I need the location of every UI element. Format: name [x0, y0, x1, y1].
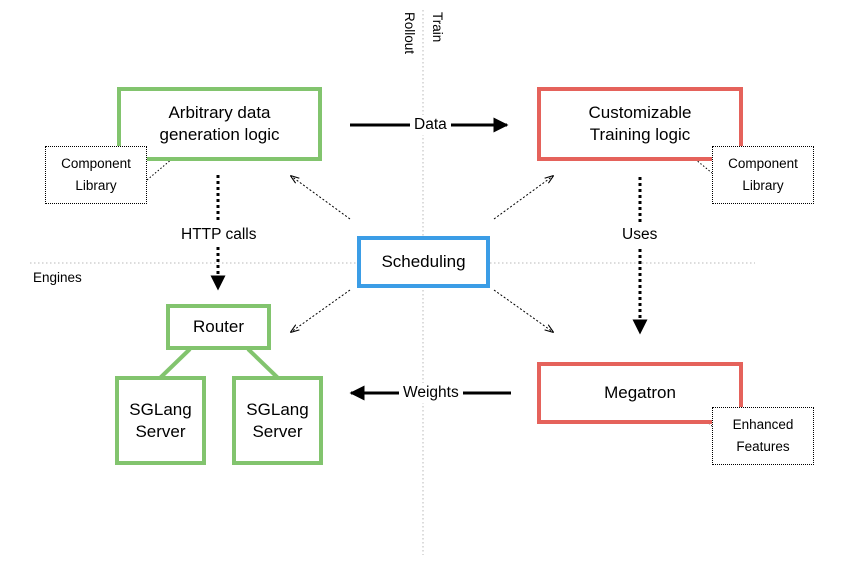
router-sglang-1-link: [158, 347, 192, 380]
training-logic-box: Customizable Training logic: [537, 87, 743, 161]
sglang-server-1-label: SGLang Server: [129, 399, 192, 441]
megatron-box: Megatron: [537, 362, 743, 424]
scheduling-to-data-gen-arrow: [291, 176, 351, 220]
training-logic-label: Customizable Training logic: [588, 103, 692, 144]
data-generation-label: Arbitrary data generation logic: [159, 103, 280, 144]
component-library-left-label: Component Library: [61, 156, 131, 193]
zone-label-engines: Engines: [33, 270, 82, 285]
scheduling-to-megatron-arrow: [493, 289, 553, 332]
scheduling-box: Scheduling: [357, 236, 490, 288]
router-box: Router: [166, 304, 271, 350]
scheduling-to-training-arrow: [493, 176, 553, 220]
zone-label-rollout: Rollout: [402, 12, 417, 55]
router-label: Router: [192, 317, 245, 336]
component-library-right-label: Component Library: [728, 156, 798, 193]
scheduling-to-router-arrow: [291, 289, 351, 332]
enhanced-features-label: Enhanced Features: [732, 417, 794, 454]
left-library-connector: [146, 158, 173, 181]
edge-label-data: Data: [410, 115, 451, 135]
sglang-server-1-box: SGLang Server: [115, 376, 206, 465]
edge-label-weights: Weights: [399, 383, 463, 403]
sglang-server-2-label: SGLang Server: [246, 399, 309, 441]
component-library-note-left: Component Library: [45, 146, 147, 204]
edge-label-uses: Uses: [620, 223, 660, 247]
scheduling-label: Scheduling: [381, 252, 466, 271]
router-sglang-2-link: [246, 347, 280, 380]
edge-label-http-calls: HTTP calls: [179, 223, 259, 247]
enhanced-features-note: Enhanced Features: [712, 407, 814, 465]
megatron-label: Megatron: [604, 383, 676, 402]
component-library-note-right: Component Library: [712, 146, 814, 204]
zone-label-train: Train: [430, 12, 445, 43]
right-library-connector: [694, 158, 713, 174]
data-generation-box: Arbitrary data generation logic: [117, 87, 322, 161]
sglang-server-2-box: SGLang Server: [232, 376, 323, 465]
